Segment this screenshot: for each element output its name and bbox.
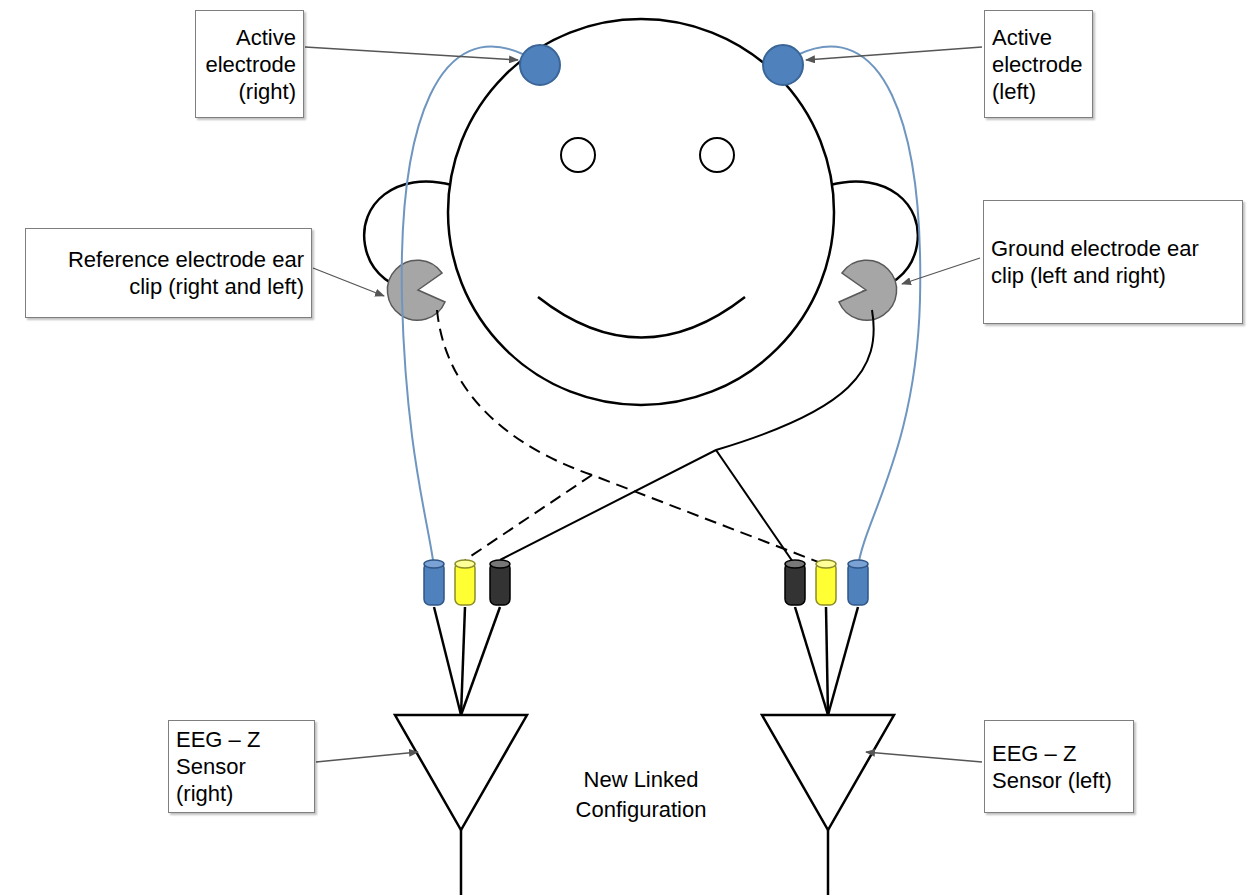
callout-text: Ground electrode ear clip (left and righ… — [991, 235, 1235, 289]
sensor-amplifier — [395, 715, 527, 830]
label-box: EEG – Z Sensor (left) — [984, 720, 1134, 813]
sensor-amplifier — [762, 715, 894, 830]
eye — [700, 138, 734, 172]
label-box: Ground electrode ear clip (left and righ… — [983, 200, 1243, 324]
lead-connector — [424, 560, 868, 605]
label-box: Active electrode (right) — [195, 10, 304, 118]
active-wire — [402, 47, 525, 567]
label-box: Reference electrode ear clip (right and … — [25, 228, 312, 318]
ground-wire — [716, 450, 795, 565]
reference-wire — [437, 310, 826, 565]
smile — [538, 297, 745, 338]
ground-ear-clip — [839, 260, 897, 320]
label-box: Active electrode (left) — [984, 10, 1093, 118]
callout-text: EEG – Z Sensor (right) — [176, 726, 307, 807]
eye — [561, 138, 595, 172]
active-electrode — [520, 45, 560, 85]
configuration-label: New Linked Configuration — [566, 765, 716, 825]
callout-text: Reference electrode ear clip (right and … — [33, 246, 304, 300]
head — [448, 19, 834, 405]
active-electrode — [763, 45, 803, 85]
callout-text: Active electrode (right) — [203, 24, 296, 105]
callout-text: Active electrode (left) — [992, 24, 1085, 105]
leader-line — [305, 47, 982, 762]
ground-wire — [500, 310, 874, 560]
reference-wire — [465, 475, 592, 560]
callout-text: EEG – Z Sensor (left) — [992, 740, 1126, 794]
label-box: EEG – Z Sensor (right) — [168, 720, 315, 813]
active-wire — [797, 47, 920, 567]
